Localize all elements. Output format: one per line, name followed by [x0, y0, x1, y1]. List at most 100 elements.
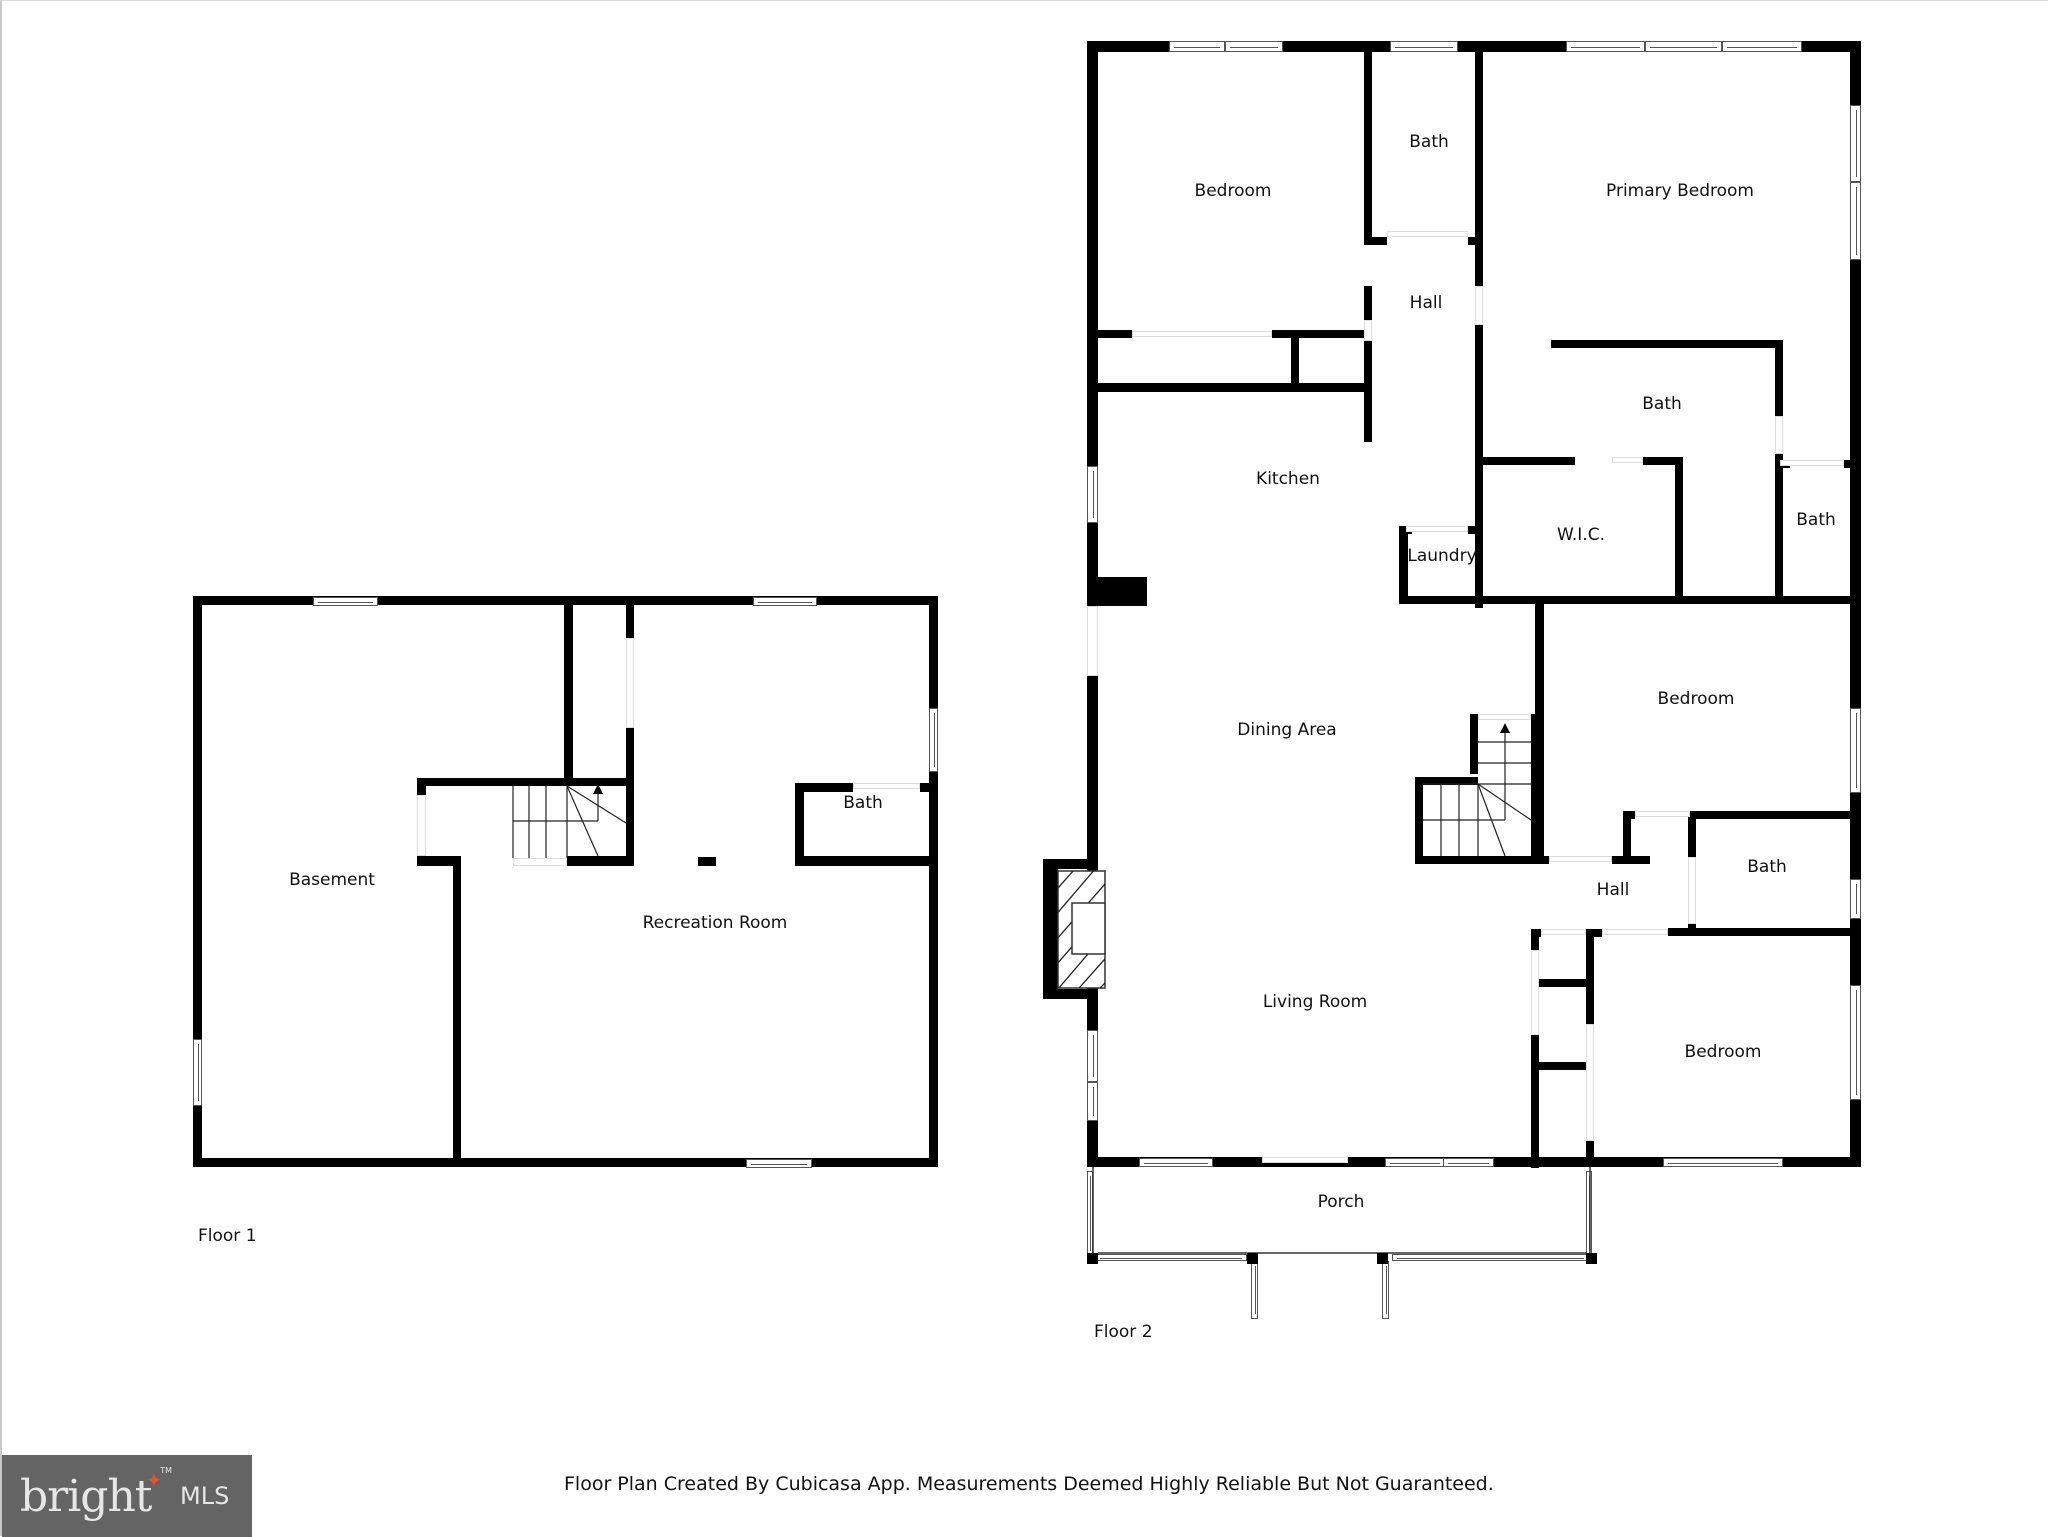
- wall-segment: [453, 856, 461, 1167]
- window: [1850, 105, 1861, 182]
- room-label-hall: Hall: [1596, 880, 1630, 900]
- wall-segment: [1098, 577, 1147, 606]
- door-opening: [626, 638, 634, 728]
- room-label-wic: W.I.C.: [1557, 525, 1605, 545]
- room-label-kitchen: Kitchen: [1256, 469, 1320, 489]
- floor-1-title: Floor 1: [198, 1226, 257, 1246]
- window: [1443, 1158, 1494, 1167]
- wall-segment: [1668, 928, 1861, 936]
- wall-segment: [1291, 330, 1299, 390]
- window: [1087, 1082, 1098, 1121]
- wall-segment: [1399, 526, 1412, 534]
- window: [1722, 41, 1802, 52]
- wall-segment: [417, 778, 634, 786]
- wall-segment: [1364, 41, 1372, 237]
- disclaimer-text: Floor Plan Created By Cubicasa App. Meas…: [564, 1473, 1494, 1495]
- window: [1566, 41, 1645, 52]
- window: [1225, 41, 1283, 52]
- door-opening: [1132, 331, 1272, 337]
- door-opening: [1531, 950, 1539, 1035]
- wall-segment: [1399, 526, 1408, 602]
- room-label-dining-area: Dining Area: [1237, 720, 1337, 740]
- wall-segment: [1623, 811, 1635, 819]
- window: [313, 597, 378, 606]
- room-label-primary-bedroom: Primary Bedroom: [1606, 181, 1754, 201]
- wall-segment: [1531, 1035, 1539, 1168]
- door-opening: [1635, 811, 1690, 817]
- wall-segment: [698, 857, 716, 866]
- room-label-bedroom: Bedroom: [1194, 181, 1272, 201]
- wall-segment: [1531, 929, 1539, 950]
- wall-segment: [1612, 856, 1650, 864]
- wall-segment: [193, 1158, 938, 1167]
- wall-segment: [1688, 811, 1696, 857]
- window: [193, 1039, 202, 1106]
- wall-segment: [1475, 41, 1483, 286]
- window: [1850, 182, 1861, 260]
- door-opening: [1406, 526, 1468, 532]
- wall-segment: [795, 856, 938, 866]
- door-opening: [1262, 1157, 1348, 1163]
- logo-trademark: TM: [160, 1465, 173, 1475]
- wall-segment: [1468, 237, 1478, 245]
- door-opening: [417, 795, 426, 856]
- logo-wordmark: bright: [20, 1470, 152, 1522]
- wall-segment: [1531, 714, 1539, 864]
- room-label-bath: Bath: [1747, 857, 1787, 877]
- wall-segment: [1643, 457, 1679, 465]
- wall-segment: [1272, 330, 1372, 338]
- window: [1139, 1158, 1213, 1167]
- room-label-basement: Basement: [289, 870, 375, 890]
- wall-segment: [1535, 596, 1544, 862]
- door-opening: [1475, 286, 1483, 325]
- wall-segment: [1043, 859, 1058, 999]
- wall-segment: [1586, 1141, 1594, 1167]
- window: [753, 597, 817, 606]
- window: [1169, 41, 1225, 52]
- room-label-bath: Bath: [1409, 132, 1449, 152]
- wall-segment: [1399, 596, 1861, 604]
- door-opening: [1602, 929, 1668, 935]
- wall-segment: [1775, 454, 1783, 602]
- room-label-living-room: Living Room: [1262, 992, 1368, 1012]
- porch-outline: [1092, 1167, 1591, 1254]
- logo-spark-icon: ✦: [145, 1468, 163, 1492]
- wall-segment: [626, 728, 634, 866]
- wall-segment: [1043, 859, 1088, 869]
- wall-segment: [564, 598, 573, 783]
- window: [1850, 879, 1861, 919]
- wall-segment: [1098, 330, 1132, 338]
- door-opening: [1612, 457, 1643, 463]
- door-opening: [1478, 714, 1531, 720]
- window: [1087, 1030, 1098, 1082]
- room-label-hall: Hall: [1409, 293, 1443, 313]
- room-label-recreation-room: Recreation Room: [642, 913, 788, 933]
- wall-segment: [417, 856, 460, 866]
- bright-mls-logo: bright ✦ TM MLS: [2, 1455, 252, 1537]
- wall-segment: [1551, 340, 1781, 348]
- wall-segment: [1844, 460, 1850, 468]
- wall-segment: [1364, 286, 1372, 320]
- wall-segment: [417, 778, 426, 795]
- floor-2-title: Floor 2: [1094, 1322, 1153, 1342]
- door-opening: [1775, 416, 1783, 454]
- room-label-bedroom: Bedroom: [1657, 689, 1735, 709]
- wall-segment: [1415, 777, 1478, 785]
- wall-segment: [1087, 41, 1098, 1167]
- wall-segment: [1043, 989, 1088, 999]
- wall-segment: [1415, 777, 1423, 864]
- window: [1645, 41, 1722, 52]
- window: [746, 1159, 812, 1168]
- wall-segment: [1531, 979, 1586, 987]
- window: [1663, 1158, 1783, 1167]
- wall-segment: [1586, 929, 1594, 1024]
- window: [929, 708, 938, 772]
- wall-segment: [193, 596, 202, 1167]
- wall-segment: [795, 783, 804, 866]
- door-opening: [1541, 929, 1586, 935]
- wall-segment: [1415, 856, 1549, 864]
- wall-segment: [1531, 1062, 1586, 1070]
- window: [1850, 708, 1861, 793]
